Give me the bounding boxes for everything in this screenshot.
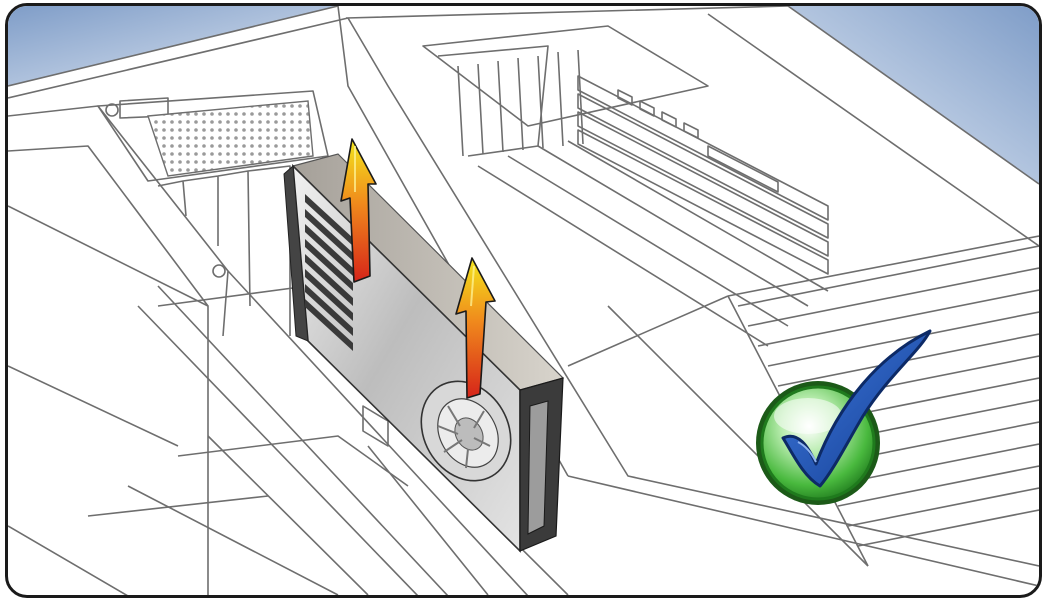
memory-dimm-4: [578, 130, 828, 274]
left-bay-floor: [8, 206, 208, 595]
memory-tray-fins: [458, 50, 583, 156]
pci-slot-brackets: [158, 166, 290, 336]
memory-dimm-2: [578, 94, 828, 238]
memory-tray: [423, 26, 708, 156]
diagram-frame: [5, 3, 1042, 598]
rear-vent-grille: [148, 101, 313, 176]
checkmark-icon: [756, 331, 930, 505]
mac-pro-interior-illustration: [8, 6, 1039, 595]
graphics-card: [284, 154, 563, 551]
memory-dimm-3: [578, 112, 828, 256]
memory-dimm-1: [578, 76, 828, 220]
